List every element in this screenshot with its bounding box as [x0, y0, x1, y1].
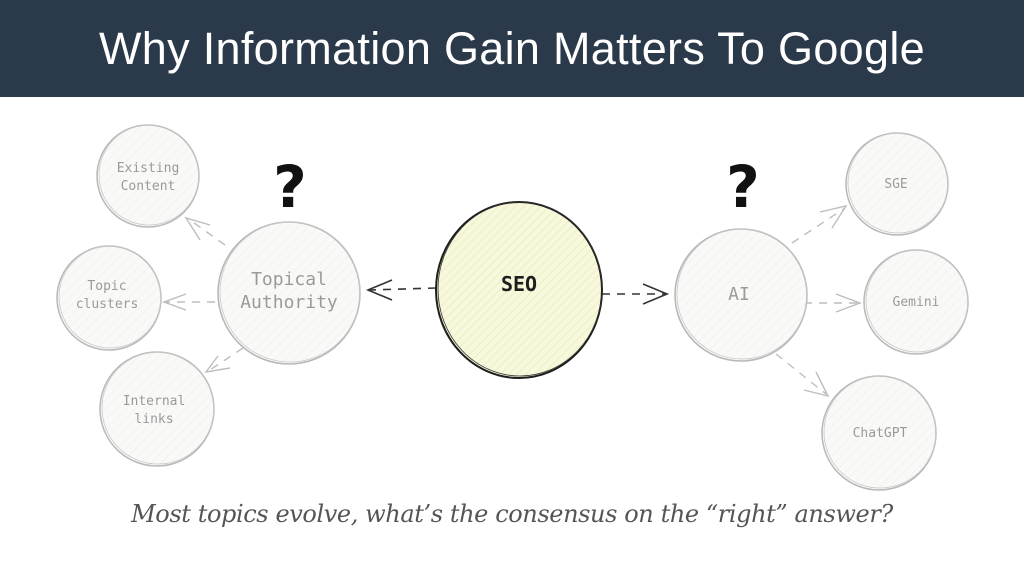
- node-existing-content: Existing Content: [96, 124, 200, 228]
- node-label: Existing: [117, 161, 180, 176]
- arrow-to-internal-links: [204, 347, 244, 373]
- node-label: Topic: [87, 279, 126, 294]
- node-label: ChatGPT: [853, 426, 908, 441]
- node-label: clusters: [76, 297, 139, 312]
- node-label: Gemini: [893, 295, 940, 310]
- node-label: Internal: [123, 394, 186, 409]
- concept-diagram: Existing Content Topic clusters Internal…: [56, 124, 969, 491]
- node-internal-links: Internal links: [99, 351, 215, 467]
- node-seo: SEO: [435, 201, 603, 379]
- page-title: Why Information Gain Matters To Google: [99, 22, 925, 74]
- caption: Most topics evolve, what’s the consensus…: [131, 500, 893, 528]
- node-topic-clusters: Topic clusters: [56, 245, 162, 351]
- node-label: Authority: [240, 292, 338, 313]
- node-gemini: Gemini: [863, 249, 969, 355]
- node-topical-authority: Topical Authority: [217, 221, 361, 365]
- node-sge: SGE: [845, 132, 949, 236]
- arrow-to-existing-content: [184, 216, 226, 246]
- arrow-to-gemini: [804, 293, 862, 313]
- arrow-to-sge: [791, 204, 848, 244]
- node-label: SGE: [884, 177, 907, 192]
- node-label: links: [134, 412, 173, 427]
- node-label: AI: [728, 284, 750, 305]
- arrow-seo-to-topical-authority: [365, 279, 437, 301]
- arrow-seo-to-ai: [602, 283, 670, 305]
- node-ai: AI: [674, 228, 808, 362]
- arrow-to-topic-clusters: [161, 293, 215, 311]
- title-banner: Why Information Gain Matters To Google: [0, 0, 1024, 97]
- node-chatgpt: ChatGPT: [821, 375, 937, 491]
- arrow-to-chatgpt: [775, 353, 830, 398]
- node-label: Content: [121, 179, 176, 194]
- question-mark-icon: ?: [726, 153, 760, 221]
- question-mark-icon: ?: [273, 153, 307, 221]
- node-label: SEO: [501, 272, 537, 296]
- node-label: Topical: [251, 269, 327, 290]
